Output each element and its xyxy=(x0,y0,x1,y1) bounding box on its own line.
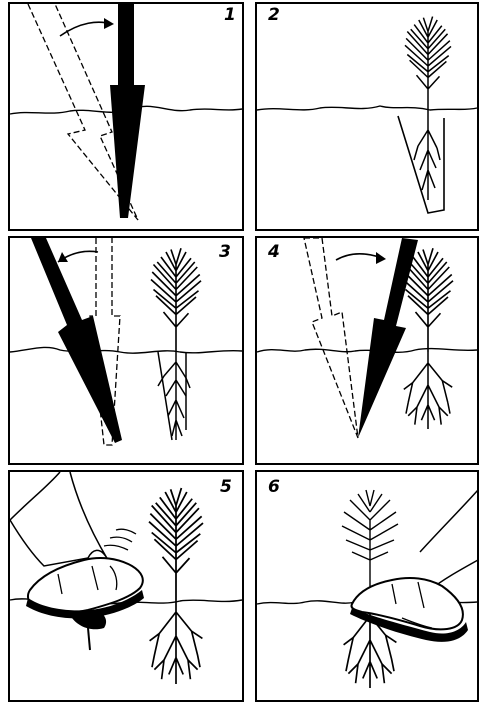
panel-3-number: 3 xyxy=(219,242,231,262)
panel-6-number: 6 xyxy=(268,477,280,497)
panel-2: 2 xyxy=(256,3,478,230)
panel-2-number: 2 xyxy=(268,5,280,25)
panel-5: 5 xyxy=(9,471,243,701)
panel-4: 4 xyxy=(256,237,478,464)
panel-4-number: 4 xyxy=(267,242,280,262)
panel-1: 1 xyxy=(9,3,243,230)
panel-1-number: 1 xyxy=(224,5,236,25)
panel-3: 3 xyxy=(9,237,243,464)
panel-3-frame xyxy=(9,237,243,464)
panel-6: 6 xyxy=(256,471,478,701)
panel-5-number: 5 xyxy=(220,477,232,497)
